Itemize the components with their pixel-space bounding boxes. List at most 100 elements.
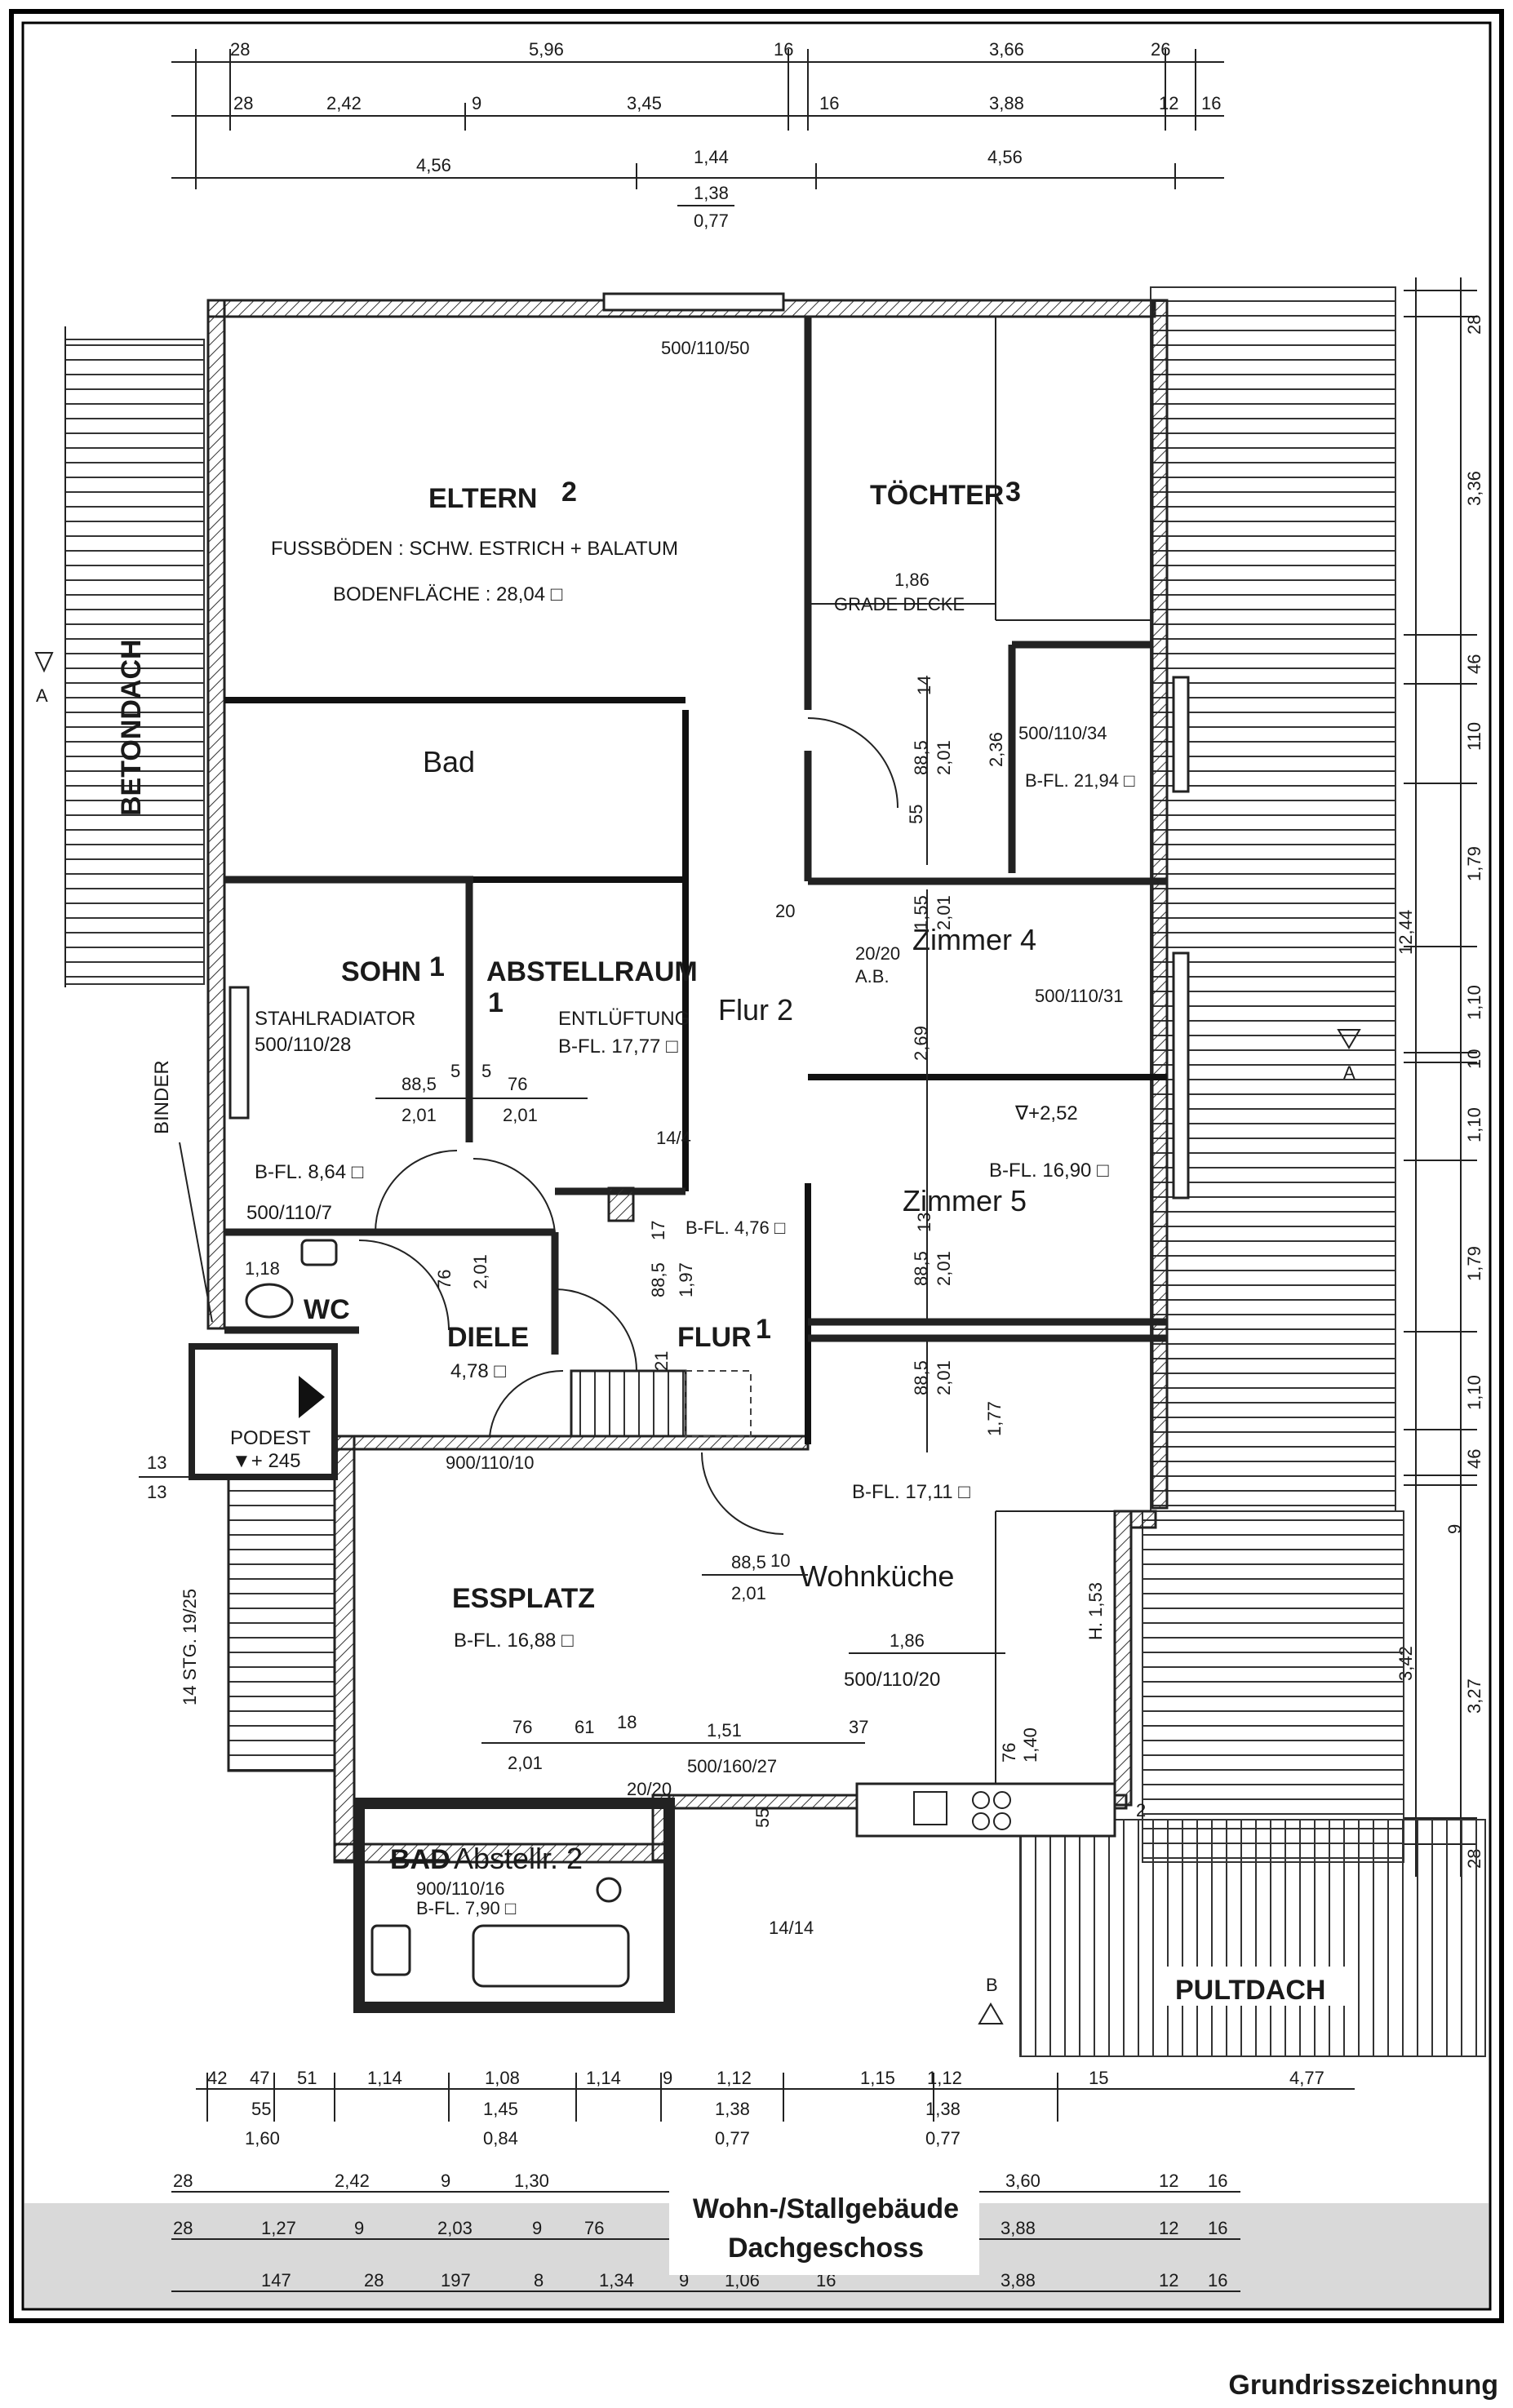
footer-caption: Grundrisszeichnung [1228, 2370, 1498, 2401]
bathtub-icon [472, 1924, 630, 1988]
dim-b1-4: 1,08 [485, 2068, 520, 2088]
toechter-d4: 2,36 [986, 732, 1006, 767]
dim-t2-7: 16 [1201, 93, 1221, 113]
bad-abstell-name: Abstellr. 2 [454, 1842, 583, 1875]
outer-frame [9, 9, 1504, 2323]
dim-b4-8: 3,88 [1001, 2270, 1036, 2290]
dim-r-7: 1,10 [1464, 1107, 1484, 1142]
dim-b3-5: 76 [584, 2218, 604, 2238]
dim-t1-1: 5,96 [529, 39, 564, 60]
essplatz-window2: 500/160/27 [687, 1756, 777, 1776]
sohn-d4: 5 [481, 1061, 491, 1081]
wohnkueche-window: 500/110/20 [844, 1669, 940, 1691]
dim-b1s-5: 0,77 [715, 2128, 750, 2149]
bad-abstell-area: B-FL. 7,90 □ [416, 1898, 516, 1918]
zimmer4-window: 500/110/31 [1035, 986, 1123, 1006]
zimmer4-d3: 2,01 [934, 895, 954, 930]
dim-b1-6: 9 [663, 2068, 672, 2088]
dim-b1-11: 4,77 [1289, 2068, 1324, 2088]
flur1-chimney [607, 1186, 635, 1222]
flur1-d2: 88,5 [648, 1262, 668, 1297]
dim-b4-9: 12 [1159, 2270, 1178, 2290]
dim-b1-1: 47 [250, 2068, 269, 2088]
dim-r-3: 110 [1464, 722, 1484, 751]
wohnkueche-height: H. 1,53 [1085, 1582, 1106, 1640]
floor-drain-icon [596, 1877, 622, 1903]
sohn-radiator-icon [229, 986, 250, 1120]
zimmer4-name: Zimmer 4 [912, 923, 1036, 956]
wohnkueche-d8: 76 [999, 1743, 1019, 1763]
exterior-walls [206, 292, 1169, 1864]
dim-b1s-3: 0,84 [483, 2128, 518, 2149]
essplatz-d7: 55 [752, 1808, 773, 1828]
sohn-window2: 500/110/7 [246, 1202, 332, 1224]
flur1-name: FLUR [677, 1322, 752, 1353]
dim-b2-1: 2,42 [335, 2171, 370, 2191]
zimmer5-d2: 2,01 [934, 1251, 954, 1286]
toechter-num: 3 [1005, 477, 1021, 508]
washbasin-icon [370, 1924, 411, 1976]
section-a-right: A [1343, 1062, 1355, 1083]
pultdach-roof [1019, 1819, 1486, 2057]
dim-b3-3: 2,03 [437, 2218, 473, 2238]
zimmer5-name: Zimmer 5 [903, 1184, 1027, 1217]
diele-d3: 21 [651, 1351, 672, 1371]
flur2-name: Flur 2 [718, 993, 793, 1027]
bad-abstell-walls [353, 1798, 675, 2013]
section-b: B [986, 1975, 998, 1995]
abstellraum-d2: 2,01 [503, 1105, 538, 1125]
dim-t3-sub1: 0,77 [694, 211, 729, 231]
dim-b4-1: 28 [364, 2270, 384, 2290]
toechter-d2: 88,5 [911, 740, 931, 775]
sohn-num: 1 [429, 951, 445, 982]
dim-t2-6: 12 [1159, 93, 1178, 113]
flur1-d3: 1,97 [676, 1262, 696, 1297]
dim-b1-7: 1,12 [717, 2068, 752, 2088]
eltern-area: BODENFLÄCHE : 28,04 □ [333, 583, 563, 605]
abstellraum-area: B-FL. 17,77 □ [558, 1035, 678, 1058]
zimmer4-d1: 20 [775, 901, 795, 921]
diele-area: 4,78 □ [450, 1360, 506, 1382]
dim-b4-5: 9 [679, 2270, 689, 2290]
dim-t2-5: 3,88 [989, 93, 1024, 113]
abstellraum-d1: 76 [508, 1074, 527, 1094]
dim-b3-4: 9 [532, 2218, 542, 2238]
dim-t1-2: 16 [774, 39, 793, 60]
abstellraum-num: 1 [488, 987, 504, 1018]
dim-t1-4: 26 [1151, 39, 1170, 60]
dim-b4-4: 1,34 [599, 2270, 634, 2290]
zimmer4-window-icon [1172, 951, 1190, 1200]
stair-label: 14 STG. 19/25 [180, 1589, 200, 1705]
podest-level: ▼+ 245 [232, 1450, 300, 1472]
toechter-window: 500/110/34 [1018, 723, 1107, 743]
sohn-d2: 2,01 [402, 1105, 437, 1125]
sohn-window: 500/110/28 [255, 1034, 351, 1056]
stove-burner-icon [993, 1812, 1011, 1830]
essplatz-chimney: 20/20 [627, 1779, 672, 1799]
sohn-d3: 5 [450, 1061, 460, 1081]
dim-r-6: 10 [1464, 1049, 1484, 1069]
zimmer4-d4: 2,69 [911, 1026, 931, 1061]
dim-t2-0: 28 [233, 93, 253, 113]
pultdach-label-bg [1167, 1967, 1347, 2006]
dim-b3-0: 28 [173, 2218, 193, 2238]
dim-b1s-7: 0,77 [925, 2128, 961, 2149]
dim-b1-9: 1,12 [927, 2068, 962, 2088]
essplatz-area: B-FL. 16,88 □ [454, 1630, 574, 1652]
essplatz-d3: 61 [575, 1717, 594, 1737]
stove-burner-icon [972, 1812, 990, 1830]
right-dimensions: 28 3,36 46 110 1,79 1,10 10 1,10 1,79 1,… [1395, 277, 1484, 1877]
diele-name: DIELE [447, 1322, 529, 1353]
dim-r-11: 9 [1444, 1524, 1465, 1534]
bad-abstell-window: 900/110/16 [416, 1878, 504, 1899]
sohn-area: B-FL. 8,64 □ [255, 1161, 364, 1183]
wohnkueche-d6: 2,01 [731, 1583, 766, 1603]
dim-b2-4: 3,60 [1005, 2171, 1040, 2191]
dim-t3-sub0: 1,38 [694, 183, 729, 203]
wohnkueche-d1: 88,5 [911, 1360, 931, 1395]
bad-name: Bad [423, 745, 475, 778]
stair-left: 14 STG. 19/25 13 13 [139, 1452, 336, 1772]
dim-b4-10: 16 [1208, 2270, 1227, 2290]
dim-b1-8: 1,15 [860, 2068, 895, 2088]
